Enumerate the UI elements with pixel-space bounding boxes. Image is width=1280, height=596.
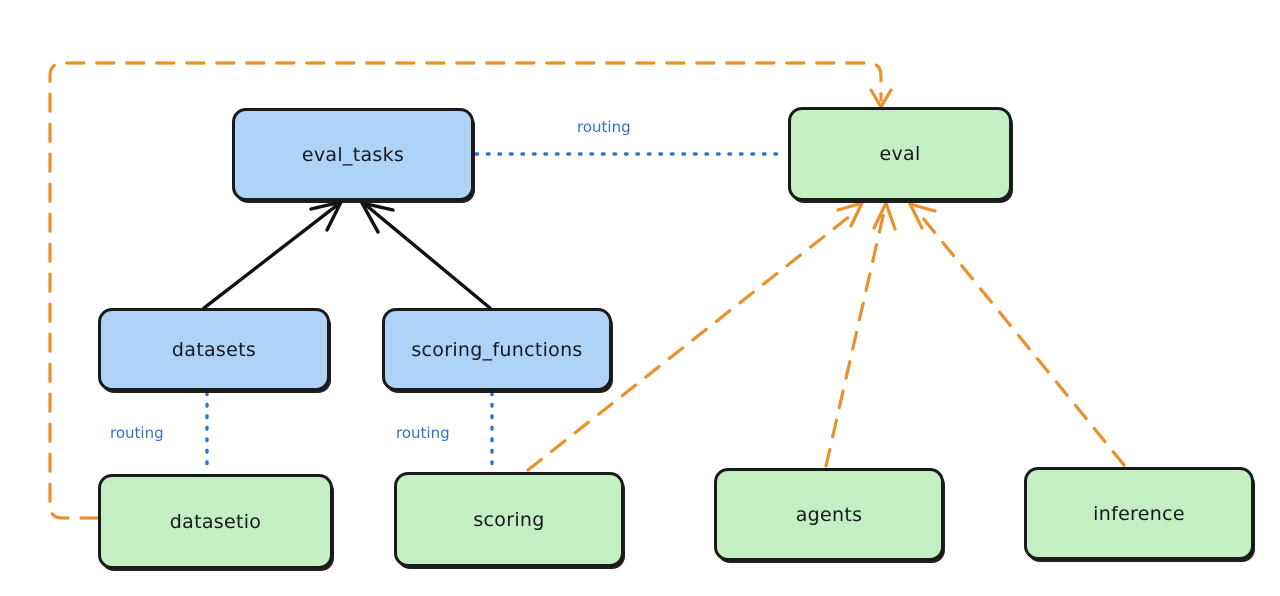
edge-scoring-to-eval — [526, 201, 864, 472]
node-label-inference: inference — [1093, 502, 1185, 525]
node-scoring[interactable]: scoring — [394, 472, 624, 567]
edge-datasets-to-eval-tasks — [202, 200, 343, 310]
node-datasetio[interactable]: datasetio — [98, 474, 333, 569]
node-label-scoring: scoring — [473, 508, 545, 531]
node-eval[interactable]: eval — [788, 107, 1012, 201]
edge-label-routing-eval: routing — [577, 118, 631, 136]
edge-label-routing-datasetio: routing — [110, 424, 164, 442]
edge-label-routing-scoring: routing — [396, 424, 450, 442]
edge-agents-to-eval — [824, 201, 897, 468]
node-label-eval: eval — [879, 143, 921, 165]
node-inference[interactable]: inference — [1024, 467, 1254, 560]
node-label-datasets: datasets — [171, 338, 257, 361]
node-eval-tasks[interactable]: eval_tasks — [232, 108, 474, 201]
node-scoring-functions[interactable]: scoring_functions — [382, 308, 612, 391]
node-label-scoring-functions: scoring_functions — [411, 338, 583, 361]
node-label-eval-tasks: eval_tasks — [301, 143, 405, 166]
node-datasets[interactable]: datasets — [98, 308, 330, 391]
node-agents[interactable]: agents — [714, 468, 944, 561]
edge-scoring-functions-to-eval-tasks — [360, 201, 492, 310]
edge-inference-to-eval — [908, 202, 1126, 467]
node-label-datasetio: datasetio — [169, 510, 262, 533]
node-label-agents: agents — [795, 503, 863, 526]
